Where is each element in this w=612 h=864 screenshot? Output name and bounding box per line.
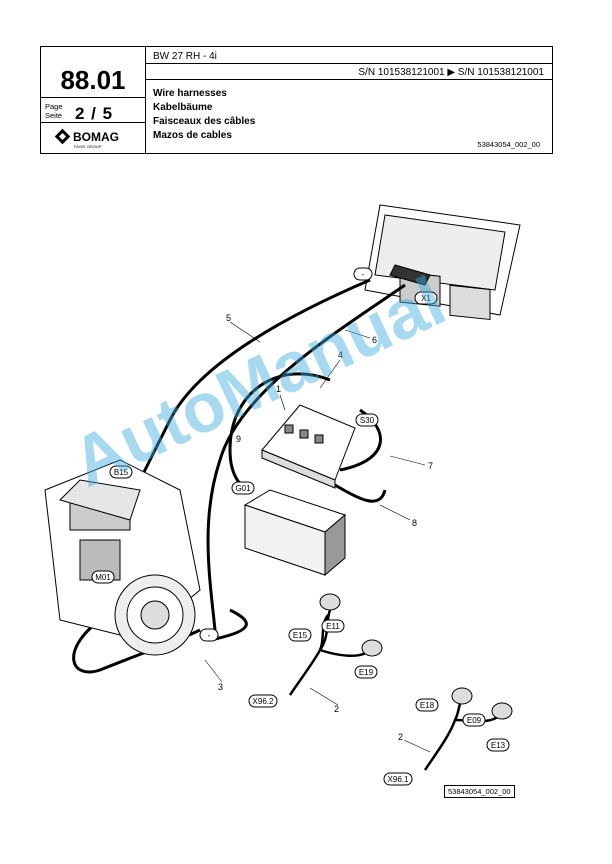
harness-battery xyxy=(209,608,248,642)
engine xyxy=(44,459,201,656)
svg-text:B15: B15 xyxy=(114,468,129,477)
harness-8 xyxy=(334,483,387,503)
page-label: Page xyxy=(45,102,63,111)
svg-text:-: - xyxy=(362,270,365,279)
svg-text:E13: E13 xyxy=(491,741,506,750)
svg-text:E11: E11 xyxy=(326,622,340,631)
title-block: Wire harnesses Kabelbäume Faisceaux des … xyxy=(153,87,255,143)
svg-text:G01: G01 xyxy=(235,484,251,493)
item-number-4: 4 xyxy=(338,350,343,360)
document-reference: 53843054_002_00 xyxy=(477,140,540,149)
item-number-1: 1 xyxy=(276,384,281,394)
callout-minus-top: - xyxy=(353,267,373,281)
callout-e13: E13 xyxy=(486,738,510,752)
logo-text: BOMAG xyxy=(73,130,119,144)
callout-s30: S30 xyxy=(355,413,379,427)
svg-text:E18: E18 xyxy=(420,701,435,710)
item-number-7: 7 xyxy=(428,461,433,471)
callout-m01: M01 xyxy=(91,570,115,584)
callout-b15: B15 xyxy=(109,465,133,479)
title-fr: Faisceaux des câbles xyxy=(153,116,256,127)
title-de: Kabelbäume xyxy=(153,102,213,113)
bomag-diamond-icon xyxy=(54,128,71,145)
lamp-e09 xyxy=(491,702,513,720)
serial-range: S/N 101538121001 ▶ S/N 101538121001 xyxy=(358,67,544,78)
callout-x96-1: X96.1 xyxy=(383,772,413,786)
title-en: Wire harnesses xyxy=(153,88,227,99)
bomag-logo: BOMAG FAYAT GROUP xyxy=(54,128,119,149)
svg-text:X96.2: X96.2 xyxy=(253,697,274,706)
leader-lines xyxy=(204,321,431,753)
machine-model: BW 27 RH - 4i xyxy=(153,51,217,62)
svg-text:-: - xyxy=(208,631,211,640)
callout-x1: X1 xyxy=(414,291,438,305)
title-es: Mazos de cables xyxy=(153,130,232,141)
item-number-2a: 2 xyxy=(334,704,339,714)
header-rule xyxy=(145,63,552,64)
svg-text:M01: M01 xyxy=(95,573,111,582)
item-number-8: 8 xyxy=(412,518,417,528)
svg-text:E19: E19 xyxy=(359,668,374,677)
page-label-de: Seite xyxy=(45,111,63,120)
figure-reference: 53843054_002_00 xyxy=(444,785,515,798)
wire-harness-diagram: - X1 S30 B15 G01 M01 - E11 E15 E19 X96.2… xyxy=(44,204,521,786)
lamp-e19 xyxy=(361,639,383,657)
item-number-9: 9 xyxy=(236,434,241,444)
header-divider xyxy=(145,47,146,153)
logo-subtext: FAYAT GROUP xyxy=(74,144,102,149)
callout-e15: E15 xyxy=(288,628,312,642)
item-number-3: 3 xyxy=(218,682,223,692)
callout-e09: E09 xyxy=(462,713,486,727)
callout-x96-2: X96.2 xyxy=(248,694,278,708)
lamp-e11 xyxy=(319,593,341,611)
svg-text:X1: X1 xyxy=(421,294,431,303)
harness-6 xyxy=(206,283,406,631)
svg-text:S30: S30 xyxy=(360,416,375,425)
lamp-e18 xyxy=(451,687,473,705)
item-number-6: 6 xyxy=(372,335,377,345)
battery xyxy=(243,489,346,577)
item-number-2b: 2 xyxy=(398,732,403,742)
fuse-box xyxy=(261,404,356,489)
item-number-5: 5 xyxy=(226,313,231,323)
document-header: BW 27 RH - 4i S/N 101538121001 ▶ S/N 101… xyxy=(40,46,553,154)
callout-g01: G01 xyxy=(231,481,255,495)
header-rule xyxy=(145,79,552,80)
svg-text:E15: E15 xyxy=(293,631,308,640)
callout-e19: E19 xyxy=(354,665,378,679)
callout-e18: E18 xyxy=(415,698,439,712)
page-number: 2 / 5 xyxy=(75,104,114,123)
svg-text:X96.1: X96.1 xyxy=(388,775,409,784)
harness-5 xyxy=(133,278,371,491)
header-rule xyxy=(41,122,145,123)
svg-text:E09: E09 xyxy=(467,716,482,725)
lamp-harness-x96-1 xyxy=(423,699,501,771)
callout-minus-bottom: - xyxy=(199,628,219,642)
header-rule xyxy=(41,97,145,98)
section-number: 88.01 xyxy=(60,65,126,95)
callout-e11: E11 xyxy=(321,619,345,633)
